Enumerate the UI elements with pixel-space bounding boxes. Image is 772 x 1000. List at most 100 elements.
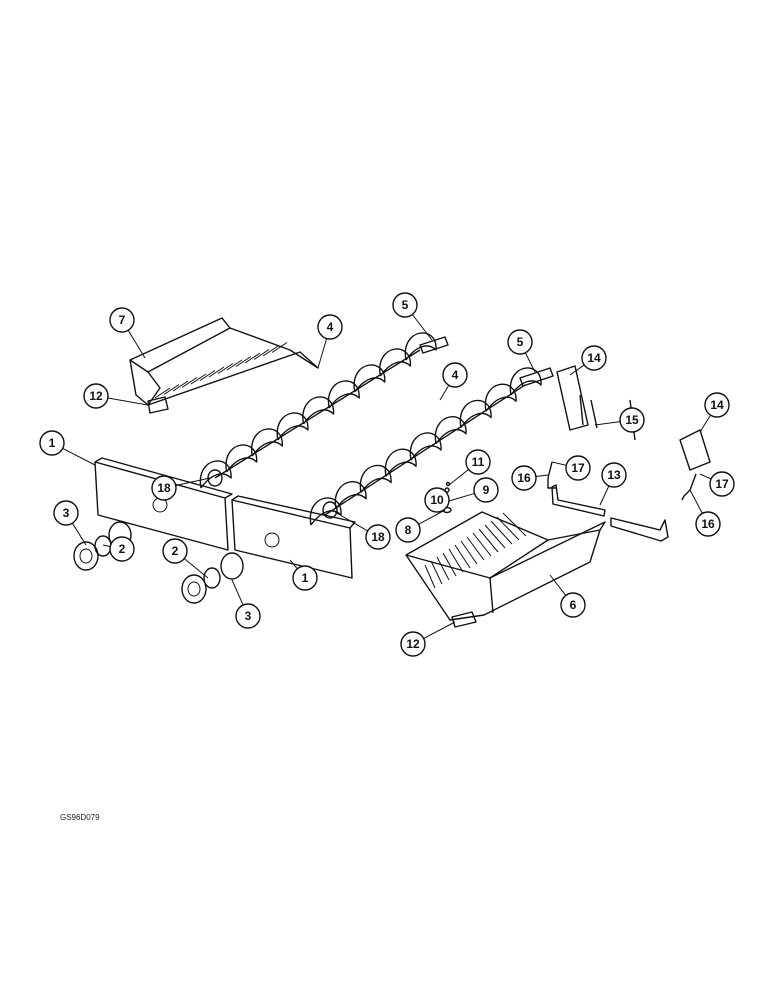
callout-label: 9 xyxy=(483,483,490,497)
callout-label: 18 xyxy=(157,481,171,495)
callout-label: 7 xyxy=(119,313,126,327)
callout-label: 10 xyxy=(430,493,444,507)
leader-line xyxy=(231,579,244,606)
callout-circle xyxy=(235,603,261,629)
bearing-parts xyxy=(73,521,244,604)
leader-line xyxy=(175,477,211,486)
callout-circle xyxy=(442,362,468,388)
plate-part xyxy=(451,611,477,628)
callout-circle xyxy=(473,477,499,503)
callout-circle xyxy=(317,314,343,340)
callout-11: 11 xyxy=(448,449,491,486)
callout-circle xyxy=(292,565,318,591)
leader-line xyxy=(524,352,536,373)
callout-circle xyxy=(162,538,188,564)
callout-circle xyxy=(465,449,491,475)
callout-circle xyxy=(395,517,421,543)
callout-18: 18 xyxy=(151,475,211,501)
callout-circle xyxy=(507,329,533,355)
leader-line xyxy=(594,421,621,426)
leader-line xyxy=(334,511,368,532)
callout-circle xyxy=(560,592,586,618)
auger-flight xyxy=(327,380,360,409)
callout-8: 8 xyxy=(395,509,446,543)
leader-line xyxy=(62,448,96,466)
callout-circle xyxy=(709,471,735,497)
leader-line xyxy=(448,469,469,486)
callout-label: 4 xyxy=(327,320,334,334)
callout-label: 16 xyxy=(701,517,715,531)
leader-line xyxy=(551,461,567,466)
callout-16: 16 xyxy=(511,465,549,491)
callout-13: 13 xyxy=(599,462,627,506)
callout-label: 18 xyxy=(371,530,385,544)
plate-part xyxy=(147,396,169,414)
callout-12: 12 xyxy=(400,621,456,657)
figure-code: GS96D079 xyxy=(60,813,100,822)
auger-flight xyxy=(225,444,258,473)
callout-circle xyxy=(581,345,607,371)
leader-line xyxy=(689,489,703,514)
callout-label: 17 xyxy=(571,461,585,475)
callout-label: 1 xyxy=(49,436,56,450)
auger-flight xyxy=(250,428,283,457)
callout-15: 15 xyxy=(594,407,645,433)
callout-16: 16 xyxy=(689,489,721,537)
leader-line xyxy=(71,522,87,546)
callout-label: 13 xyxy=(607,468,621,482)
callout-circle xyxy=(619,407,645,433)
auger-flight xyxy=(409,432,442,461)
callout-circle xyxy=(39,430,65,456)
leader-line xyxy=(439,385,450,401)
leader-line xyxy=(317,338,328,369)
callout-label: 5 xyxy=(517,335,524,349)
callout-4: 4 xyxy=(439,362,468,401)
callout-label: 3 xyxy=(245,609,252,623)
callout-5: 5 xyxy=(392,292,433,341)
callout-label: 12 xyxy=(406,637,420,651)
leader-line xyxy=(699,414,712,433)
shaft-part xyxy=(519,367,554,387)
callout-label: 17 xyxy=(715,477,729,491)
auger-flight xyxy=(404,332,437,361)
callout-1: 1 xyxy=(289,559,318,591)
callout-circle xyxy=(565,455,591,481)
callout-12: 12 xyxy=(83,383,149,409)
auger-flight xyxy=(276,412,309,441)
callout-3: 3 xyxy=(231,579,261,629)
side-plate-part xyxy=(94,457,356,579)
callout-label: 3 xyxy=(63,506,70,520)
callout-14: 14 xyxy=(569,345,607,376)
callout-circle xyxy=(392,292,418,318)
callout-label: 11 xyxy=(472,455,485,469)
leader-line xyxy=(102,544,111,548)
leader-line xyxy=(599,485,610,506)
callout-7: 7 xyxy=(109,307,146,359)
lower-trough-part xyxy=(405,511,606,621)
callout-label: 14 xyxy=(710,398,724,412)
callout-circle xyxy=(704,392,730,418)
callout-circle xyxy=(424,487,450,513)
callout-label: 5 xyxy=(402,298,409,312)
callout-label: 6 xyxy=(570,598,577,612)
leader-line xyxy=(183,558,209,579)
callout-circle xyxy=(109,307,135,333)
callout-4: 4 xyxy=(317,314,343,369)
callout-label: 2 xyxy=(172,544,179,558)
callout-label: 2 xyxy=(119,542,126,556)
callout-2: 2 xyxy=(102,536,135,562)
auger-flight xyxy=(353,364,386,393)
callout-circle xyxy=(400,631,426,657)
callout-label: 8 xyxy=(405,523,412,537)
callout-circle xyxy=(83,383,109,409)
leader-line xyxy=(549,574,567,596)
callout-5: 5 xyxy=(507,329,536,373)
callout-18: 18 xyxy=(334,511,391,550)
callout-circle xyxy=(53,500,79,526)
auger-flight xyxy=(302,396,335,425)
leader-line xyxy=(418,509,446,525)
callout-circle xyxy=(695,511,721,537)
